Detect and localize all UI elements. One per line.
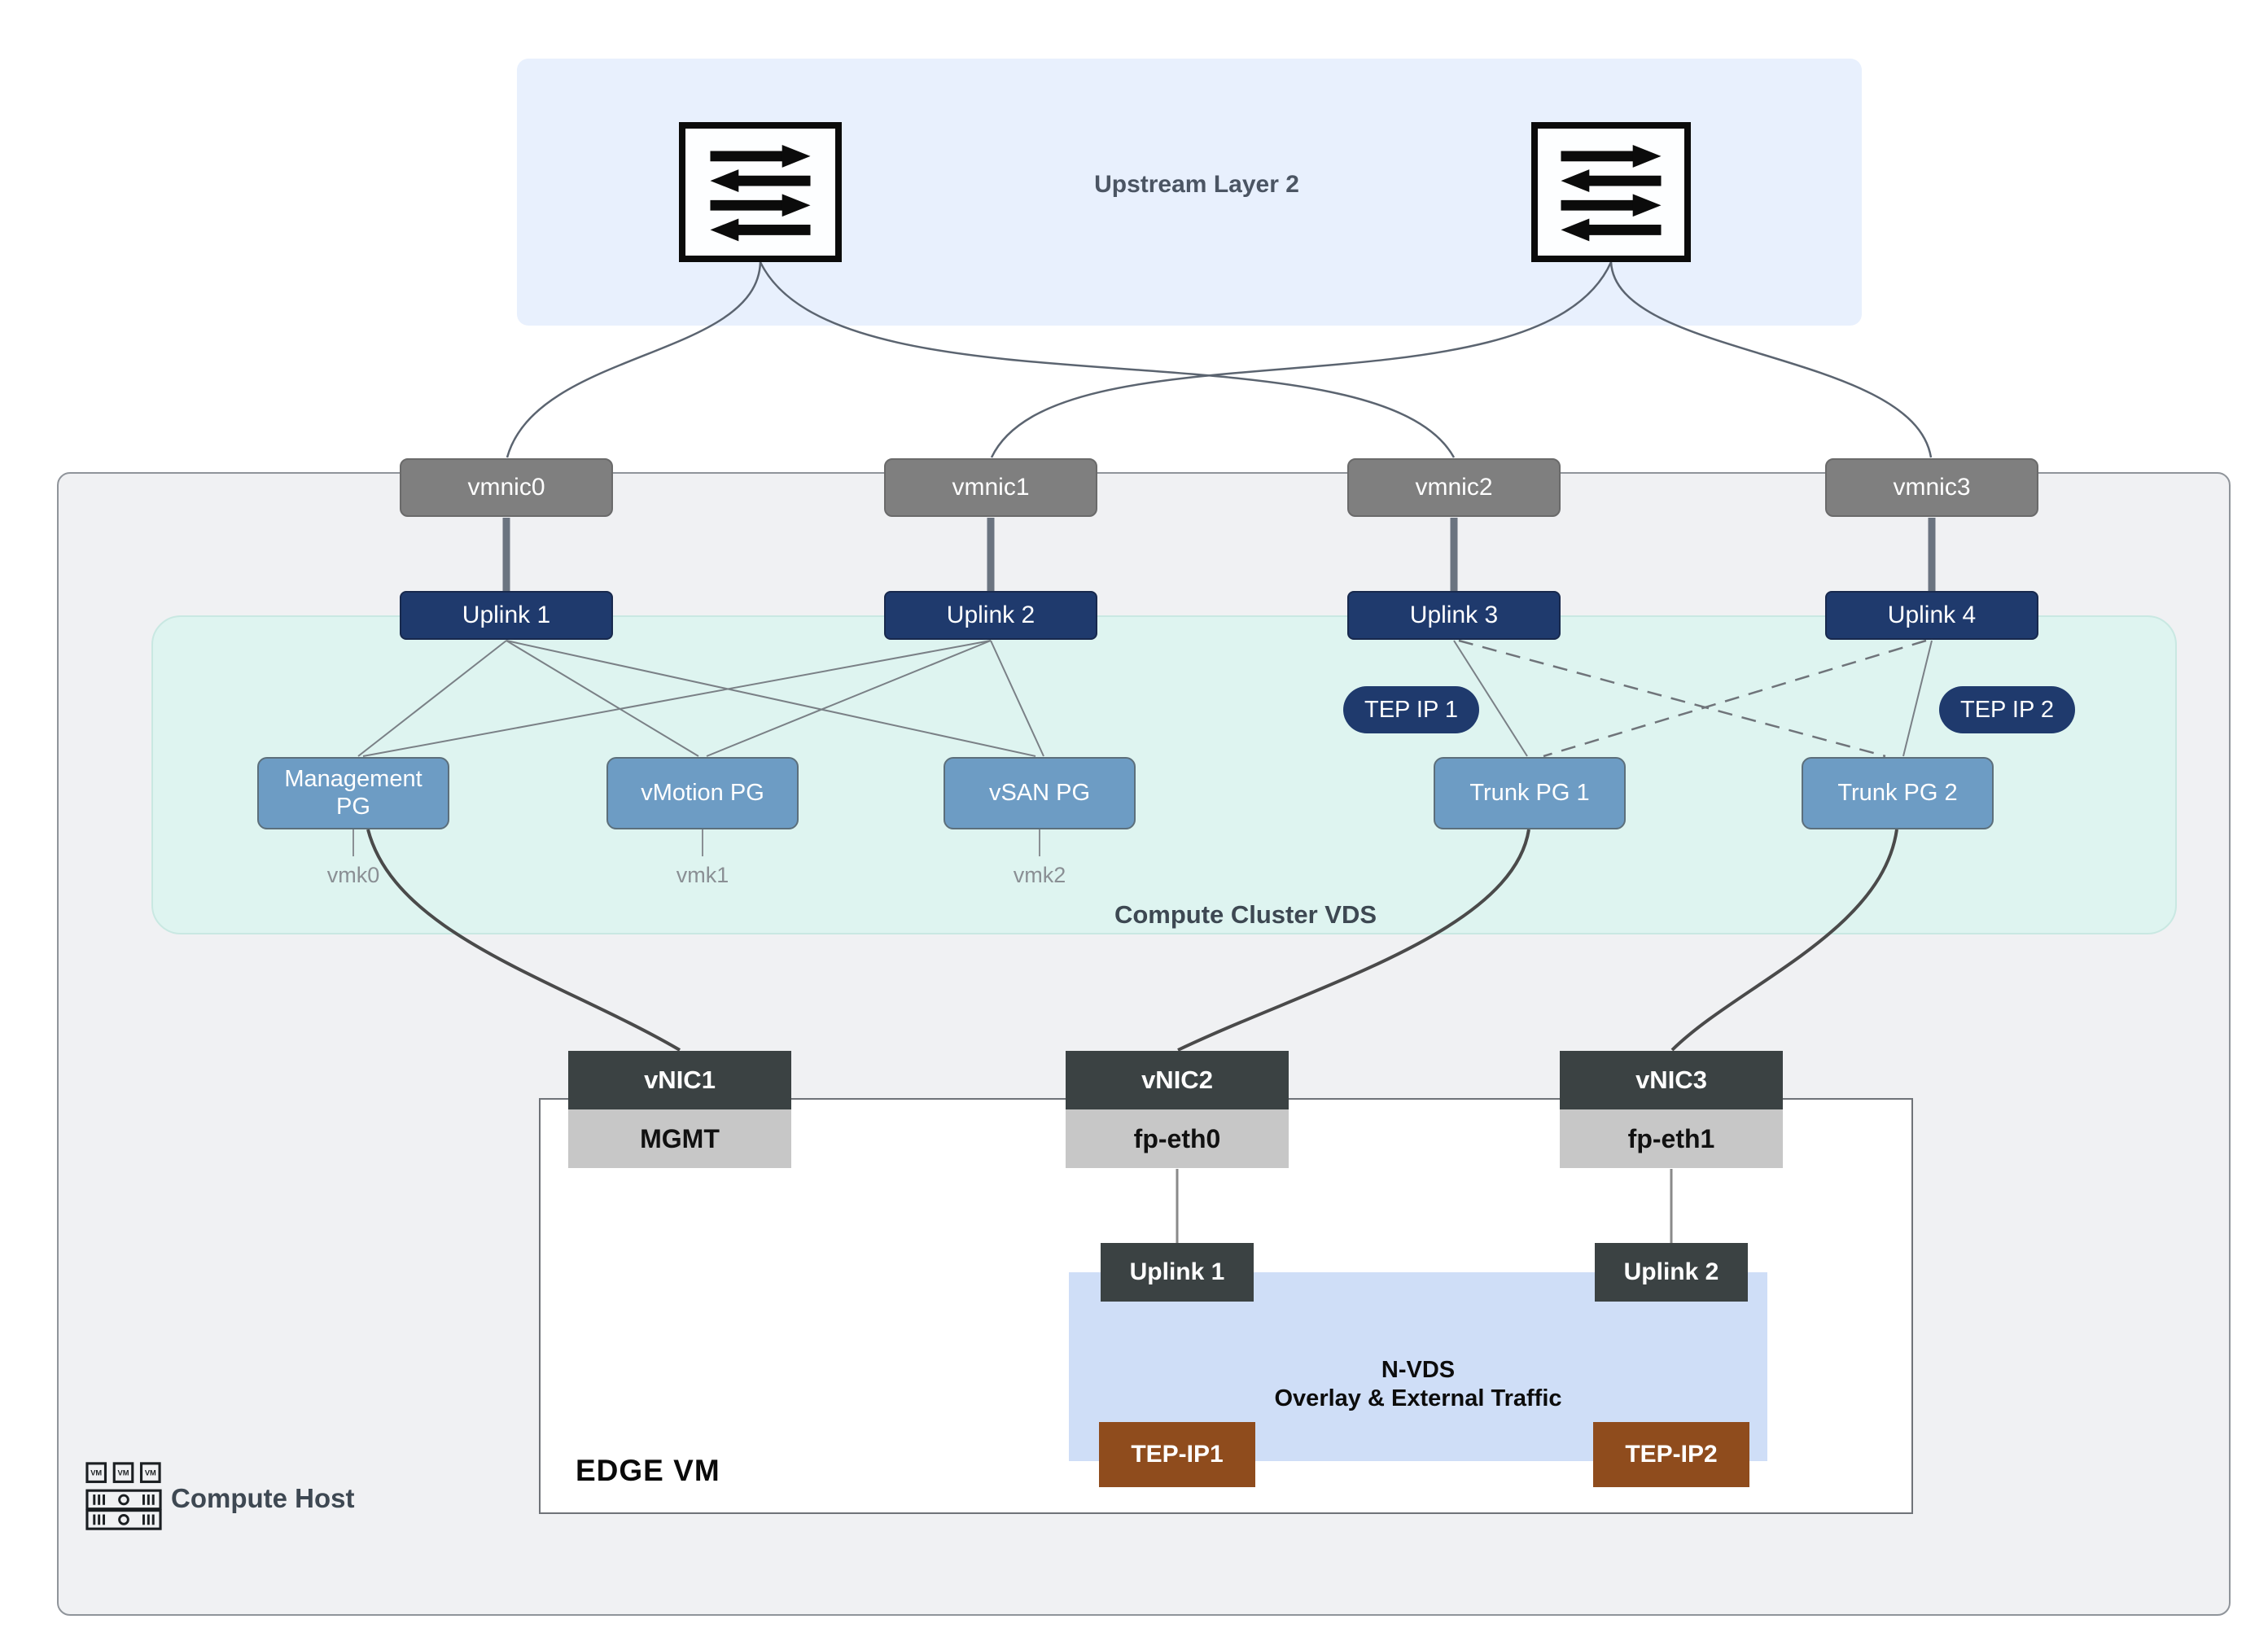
tep-ip2-box: TEP-IP2 <box>1593 1422 1749 1487</box>
tep-ip1-box: TEP-IP1 <box>1099 1422 1255 1487</box>
uplink2-box: Uplink 2 <box>884 591 1097 640</box>
upstream-layer2-title: Upstream Layer 2 <box>1094 171 1299 198</box>
uplink4-box: Uplink 4 <box>1825 591 2038 640</box>
vmk0-label: vmk0 <box>326 863 380 887</box>
vmnic0-box: vmnic0 <box>400 458 613 517</box>
vmnic1-box: vmnic1 <box>884 458 1097 517</box>
trunk-pg2-box: Trunk PG 2 <box>1802 757 1994 829</box>
compute-cluster-vds-label: Compute Cluster VDS <box>1114 900 1377 929</box>
nvds-label: N-VDS Overlay & External Traffic <box>1069 1356 1767 1413</box>
management-pg-box: Management PG <box>257 757 449 829</box>
uplink3-box: Uplink 3 <box>1347 591 1561 640</box>
edge-uplink2-box: Uplink 2 <box>1595 1243 1748 1302</box>
layer2-switch-icon-left <box>679 122 842 262</box>
edge-uplink1-box: Uplink 1 <box>1101 1243 1254 1302</box>
vmnic3-box: vmnic3 <box>1825 458 2038 517</box>
fp-eth1-port-box: fp-eth1 <box>1560 1109 1783 1168</box>
vnic3-box: vNIC3 <box>1560 1051 1783 1109</box>
vsan-pg-box: vSAN PG <box>944 757 1136 829</box>
vmk2-label: vmk2 <box>1013 863 1066 887</box>
nvds-title: N-VDS <box>1381 1357 1456 1383</box>
tep-ip1-pill: TEP IP 1 <box>1343 686 1479 733</box>
compute-host-server-icon: VM VM VM <box>85 1462 162 1530</box>
svg-text:VM: VM <box>145 1469 156 1477</box>
svg-text:VM: VM <box>118 1469 129 1477</box>
vmk1-label: vmk1 <box>676 863 729 887</box>
trunk-pg1-box: Trunk PG 1 <box>1434 757 1626 829</box>
edge-vm-label: EDGE VM <box>576 1454 720 1487</box>
uplink1-box: Uplink 1 <box>400 591 613 640</box>
svg-text:VM: VM <box>90 1469 102 1477</box>
switch-arrows-icon <box>1561 144 1662 242</box>
vnic2-box: vNIC2 <box>1066 1051 1289 1109</box>
nvds-subtitle: Overlay & External Traffic <box>1274 1385 1562 1411</box>
vmotion-pg-box: vMotion PG <box>606 757 799 829</box>
switch-arrows-icon <box>710 144 811 242</box>
layer2-switch-icon-right <box>1531 122 1691 262</box>
vnic1-box: vNIC1 <box>568 1051 791 1109</box>
fp-eth0-port-box: fp-eth0 <box>1066 1109 1289 1168</box>
compute-host-label: Compute Host <box>171 1483 355 1513</box>
vmnic2-box: vmnic2 <box>1347 458 1561 517</box>
mgmt-port-box: MGMT <box>568 1109 791 1168</box>
tep-ip2-pill: TEP IP 2 <box>1939 686 2075 733</box>
